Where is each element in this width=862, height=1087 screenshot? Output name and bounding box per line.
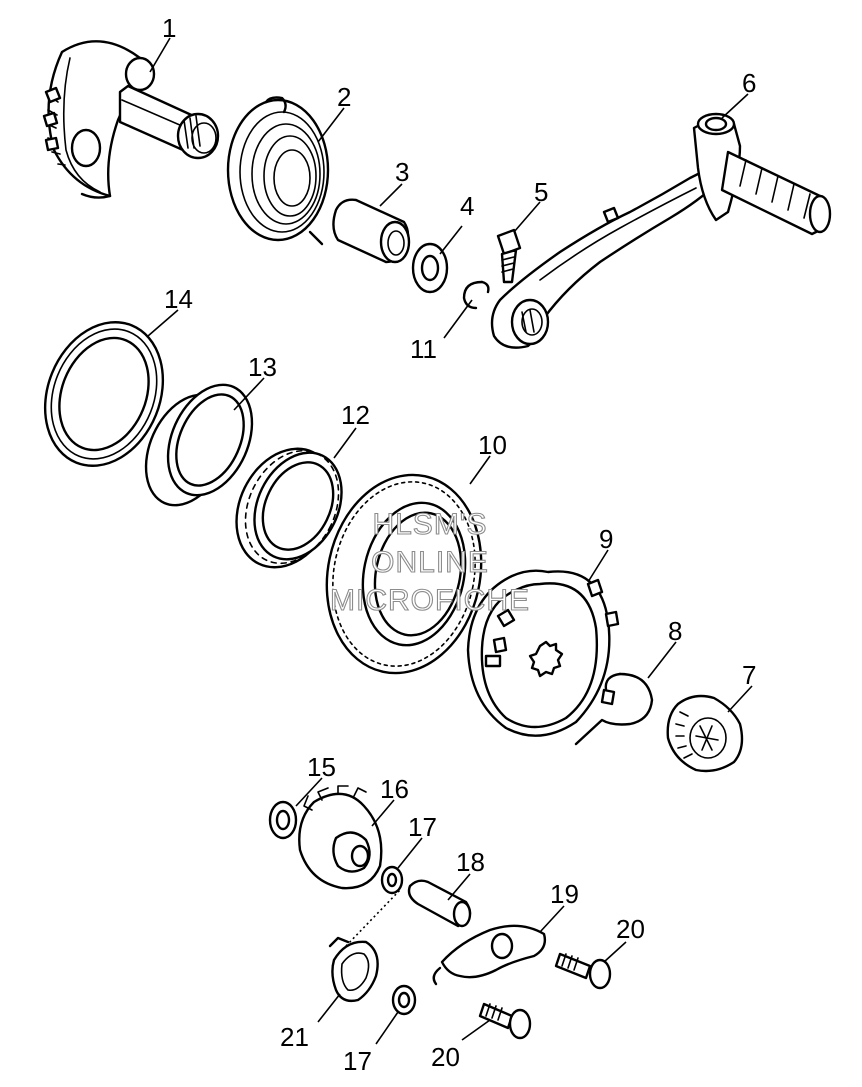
part-screw-20b bbox=[478, 1002, 532, 1040]
part-kick-lever bbox=[490, 112, 832, 349]
watermark-line-1: HLSM'S bbox=[372, 508, 487, 541]
part-washer-4 bbox=[411, 242, 449, 294]
leader-line-12 bbox=[333, 427, 357, 459]
leader-line-14 bbox=[147, 309, 179, 337]
part-ring-gear bbox=[325, 473, 483, 675]
callout-9: 9 bbox=[599, 524, 613, 554]
callout-2: 2 bbox=[337, 82, 351, 112]
callout-17b: 17 bbox=[343, 1046, 372, 1076]
leader-line-6 bbox=[721, 93, 749, 119]
leader-line-8 bbox=[647, 641, 677, 679]
callout-6: 6 bbox=[742, 68, 756, 98]
callout-15: 15 bbox=[307, 752, 336, 782]
part-washer-15 bbox=[268, 800, 298, 840]
callout-18: 18 bbox=[456, 847, 485, 877]
part-oil-seal bbox=[43, 321, 165, 467]
leader-line-5 bbox=[513, 201, 541, 233]
callout-20b: 20 bbox=[431, 1042, 460, 1072]
callout-8: 8 bbox=[668, 616, 682, 646]
part-bearing-12 bbox=[235, 447, 343, 569]
leader-line-13 bbox=[233, 377, 265, 411]
leader-line-3 bbox=[379, 183, 403, 207]
callout-20a: 20 bbox=[616, 914, 645, 944]
leader-lines bbox=[147, 37, 753, 1045]
watermark-line-2: ONLINE bbox=[371, 546, 489, 579]
callout-4: 4 bbox=[460, 191, 474, 221]
leader-line-21 bbox=[317, 993, 341, 1023]
part-circlip bbox=[462, 280, 490, 310]
part-cover-21 bbox=[328, 936, 379, 1003]
leader-line-2 bbox=[317, 107, 345, 143]
leader-line-7 bbox=[727, 685, 753, 713]
leader-line-17b bbox=[375, 1011, 399, 1045]
part-torsion-spring bbox=[226, 96, 330, 246]
callout-21: 21 bbox=[280, 1022, 309, 1052]
callout-16: 16 bbox=[380, 774, 409, 804]
part-screw-20a bbox=[554, 952, 612, 990]
part-idle-shaft bbox=[407, 879, 472, 928]
leader-line-11 bbox=[443, 299, 473, 339]
callout-7: 7 bbox=[742, 660, 756, 690]
leader-line-19 bbox=[539, 905, 565, 933]
leader-line-10 bbox=[469, 455, 491, 485]
callout-13: 13 bbox=[248, 352, 277, 382]
leader-line-20a bbox=[603, 941, 627, 963]
part-spring-clip bbox=[574, 672, 654, 746]
leader-line-20b bbox=[461, 1019, 491, 1041]
callout-numbers: 1 2 3 4 5 6 7 8 9 10 11 12 13 14 15 16 1… bbox=[162, 13, 756, 1076]
watermark-line-3: MICROFICHE bbox=[330, 584, 530, 617]
leader-line-9 bbox=[587, 549, 609, 583]
leader-line-17a bbox=[397, 837, 423, 869]
callout-17a: 17 bbox=[408, 812, 437, 842]
leader-line-1 bbox=[149, 37, 171, 73]
callout-1: 1 bbox=[162, 13, 176, 43]
part-bearing-13 bbox=[144, 383, 254, 507]
leader-line-18 bbox=[447, 873, 471, 901]
part-idle-gear bbox=[298, 785, 383, 890]
callout-12: 12 bbox=[341, 400, 370, 430]
part-spring-guide bbox=[332, 198, 411, 264]
watermark: HLSM'S ONLINE MICROFICHE bbox=[329, 507, 530, 617]
callout-3: 3 bbox=[395, 157, 409, 187]
assembly-axis-line bbox=[345, 889, 401, 947]
callout-14: 14 bbox=[164, 284, 193, 314]
part-washer-17b bbox=[391, 984, 417, 1016]
part-clutch-plate bbox=[466, 569, 620, 737]
callout-10: 10 bbox=[478, 430, 507, 460]
callout-19: 19 bbox=[550, 879, 579, 909]
leader-line-16 bbox=[371, 799, 395, 827]
callout-11: 11 bbox=[410, 334, 437, 364]
part-drive-gear bbox=[666, 694, 744, 773]
part-pinch-bolt bbox=[496, 228, 522, 284]
leader-line-4 bbox=[439, 225, 463, 255]
part-kick-shaft bbox=[42, 40, 220, 199]
part-stopper-plate bbox=[432, 924, 547, 986]
part-washer-17a bbox=[380, 865, 404, 895]
leader-line-15 bbox=[295, 777, 323, 807]
callout-5: 5 bbox=[534, 177, 548, 207]
